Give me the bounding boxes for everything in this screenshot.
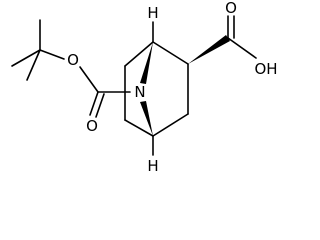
- atom-h-top: H: [147, 4, 158, 22]
- bond-carbonyl-double-a: [89, 91, 99, 116]
- bond-tbu-methyl-left: [11, 49, 41, 67]
- atom-o-acid-carbonyl: O: [225, 0, 237, 17]
- bond-c1-to-c2: [152, 41, 189, 65]
- wedge-bond-n-to-c4: [140, 101, 153, 136]
- wedge-bond-c2-to-carboxyl: [188, 35, 230, 64]
- atom-o-ester: O: [67, 51, 79, 69]
- atom-o-carbonyl-ester: O: [86, 117, 98, 135]
- bond-c1-to-c6: [124, 41, 154, 67]
- bond-carbonyl-double-b: [95, 93, 105, 118]
- molecule-structure-diagram: O O N H H O OH: [11, 0, 278, 175]
- bond-tbu-to-ester-o: [39, 49, 65, 60]
- bond-c3-to-c4: [152, 113, 189, 137]
- bond-c5-to-c4: [124, 119, 154, 137]
- wedge-bond-n-to-c1: [140, 42, 153, 84]
- bond-ester-o-to-carbonyl-c: [79, 66, 99, 93]
- atom-oh-acid: OH: [254, 60, 277, 78]
- atom-h-bottom: H: [147, 157, 158, 175]
- bond-tbu-methyl-bottom: [26, 49, 41, 81]
- atom-n-bridge: N: [134, 83, 145, 101]
- bond-acid-c-to-oh: [227, 37, 257, 59]
